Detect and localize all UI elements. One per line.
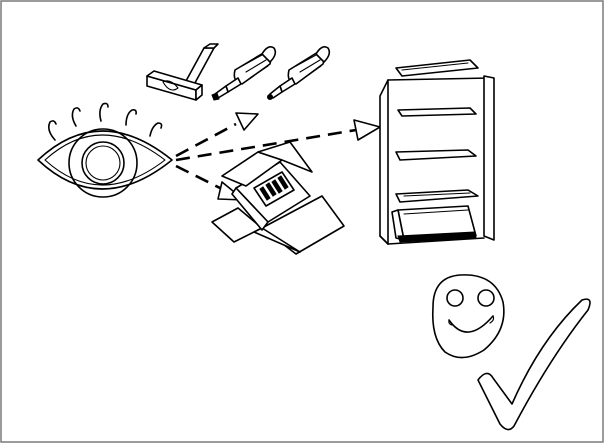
box-label-icon [253,171,295,207]
open-box-icon [211,141,345,255]
cabinet-icon [379,59,495,245]
hammer-icon [146,43,219,101]
screwdriver-icon [267,46,331,100]
eye-icon [37,102,173,198]
screwdriver-icon [211,46,277,101]
arrow-to-tools [175,122,237,158]
smiley-icon [431,274,505,359]
arrow-to-cabinet [175,128,357,162]
arrow-to-box [175,164,225,192]
gaze-arrows [175,112,381,201]
checkmark-icon [477,298,591,431]
